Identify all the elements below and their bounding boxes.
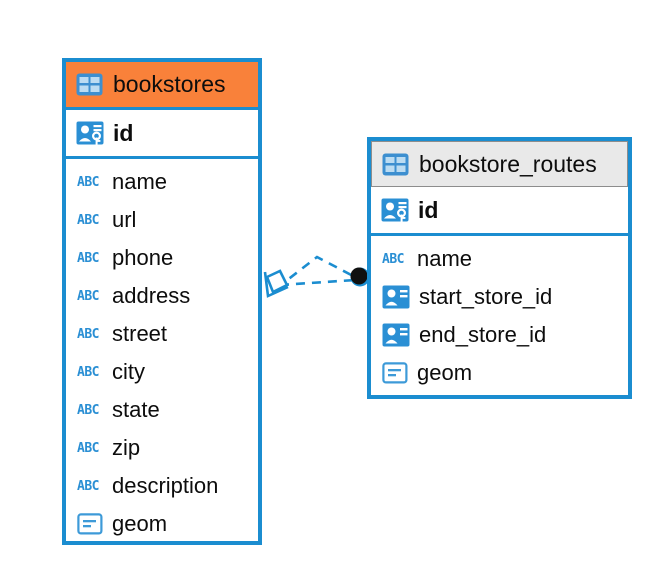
entity-header-bookstore-routes[interactable]: bookstore_routes [371,141,628,187]
field-row-street[interactable]: ABC street [66,315,258,353]
field-row-id[interactable]: id [371,187,628,236]
text-abc-icon: ABC [77,250,99,266]
geometry-icon [382,361,408,385]
field-label-name: name [112,169,168,194]
text-abc-icon: ABC [77,440,99,456]
text-abc-icon: ABC [77,326,99,342]
text-abc-icon: ABC [77,212,99,228]
field-label-zip: zip [112,435,141,460]
field-label-geom: geom [417,360,473,385]
table-icon [76,73,103,96]
field-label-geom: geom [112,511,168,536]
text-abc-icon: ABC [382,251,404,267]
entity-title-bookstore-routes: bookstore_routes [419,150,597,177]
text-abc-icon: ABC [77,402,99,418]
field-label-start-store-id: start_store_id [419,284,553,309]
field-list-bookstore-routes: ABC name start_store_id [371,236,628,392]
field-row-name[interactable]: ABC name [66,163,258,201]
foreign-key-icon [382,323,410,347]
foreign-key-icon [382,285,410,309]
field-label-id: id [113,119,134,146]
relationship-line-end-store-id[interactable] [276,255,358,290]
field-label-address: address [112,283,191,308]
entity-header-bookstores[interactable]: bookstores [66,62,258,110]
field-row-state[interactable]: ABC state [66,391,258,429]
field-label-city: city [112,359,145,384]
field-list-bookstores: ABC name ABC url ABC phone ABC [66,159,258,543]
field-row-url[interactable]: ABC url [66,201,258,239]
field-label-state: state [112,397,160,422]
text-abc-icon: ABC [77,288,99,304]
field-row-geom[interactable]: geom [371,354,628,392]
field-row-start-store-id[interactable]: start_store_id [371,278,628,316]
field-label-phone: phone [112,245,174,270]
field-row-id[interactable]: id [66,110,258,159]
relationship-diamond-endpoint[interactable] [263,269,289,298]
field-row-geom[interactable]: geom [66,505,258,543]
field-label-description: description [112,473,219,498]
entity-bookstores[interactable]: bookstores id ABC [62,58,262,545]
text-abc-icon: ABC [77,478,99,494]
field-label-street: street [112,321,168,346]
field-label-name: name [417,246,473,271]
entity-title-bookstores: bookstores [113,71,226,97]
table-icon [382,153,409,176]
text-abc-icon: ABC [77,364,99,380]
field-label-url: url [112,207,137,232]
text-abc-icon: ABC [77,174,99,190]
field-row-name[interactable]: ABC name [371,240,628,278]
field-row-description[interactable]: ABC description [66,467,258,505]
primary-key-icon [381,196,409,224]
entity-bookstore-routes[interactable]: bookstore_routes id ABC [367,137,632,399]
field-label-id: id [418,196,439,223]
field-row-phone[interactable]: ABC phone [66,239,258,277]
primary-key-icon [76,119,104,147]
relationship-line-start-store-id[interactable] [279,278,356,287]
field-row-zip[interactable]: ABC zip [66,429,258,467]
field-label-end-store-id: end_store_id [419,322,547,347]
field-row-city[interactable]: ABC city [66,353,258,391]
field-row-address[interactable]: ABC address [66,277,258,315]
field-row-end-store-id[interactable]: end_store_id [371,316,628,354]
geometry-icon [77,512,103,536]
